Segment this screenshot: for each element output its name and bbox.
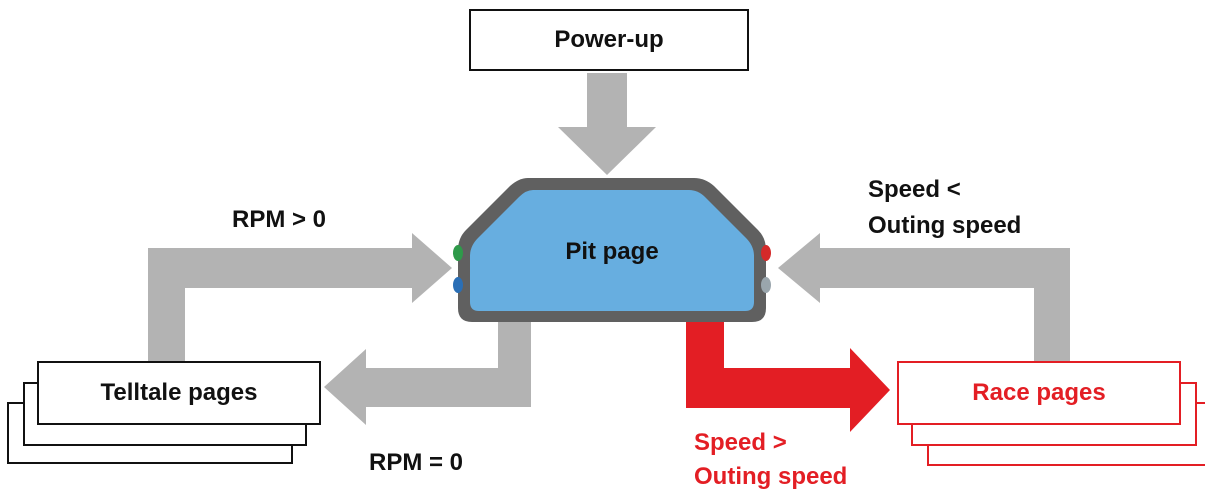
edge-label-speed-gt-line1: Speed >: [694, 429, 787, 456]
pit-page-screen: [470, 190, 754, 311]
led-green-icon: [453, 245, 463, 261]
pit-page-label: Pit page: [565, 238, 659, 265]
telltale-page-front: [37, 361, 321, 425]
race-page-front: [897, 361, 1181, 425]
arrow-pit-to-race: [686, 318, 890, 432]
arrow-pit-to-telltale: [324, 318, 531, 425]
power-up-label: Power-up: [554, 26, 664, 53]
power-up-box: [469, 9, 749, 71]
edge-label-speed-lt-line1: Speed <: [868, 176, 961, 203]
edge-label-rpm-gt-0: RPM > 0: [232, 206, 327, 233]
arrow-telltale-to-pit: [148, 233, 452, 362]
led-gray-icon: [761, 277, 771, 293]
telltale-pages-label: Telltale pages: [100, 379, 258, 406]
edge-label-rpm-eq-0: RPM = 0: [369, 449, 464, 476]
led-blue-icon: [453, 277, 463, 293]
led-red-icon: [761, 245, 771, 261]
arrow-powerup-to-pit: [558, 73, 656, 175]
edge-label-speed-lt-line2: Outing speed: [868, 212, 1022, 239]
arrow-race-to-pit: [778, 233, 1070, 362]
edge-label-speed-gt-line2: Outing speed: [694, 463, 848, 490]
race-pages-label: Race pages: [972, 379, 1106, 406]
